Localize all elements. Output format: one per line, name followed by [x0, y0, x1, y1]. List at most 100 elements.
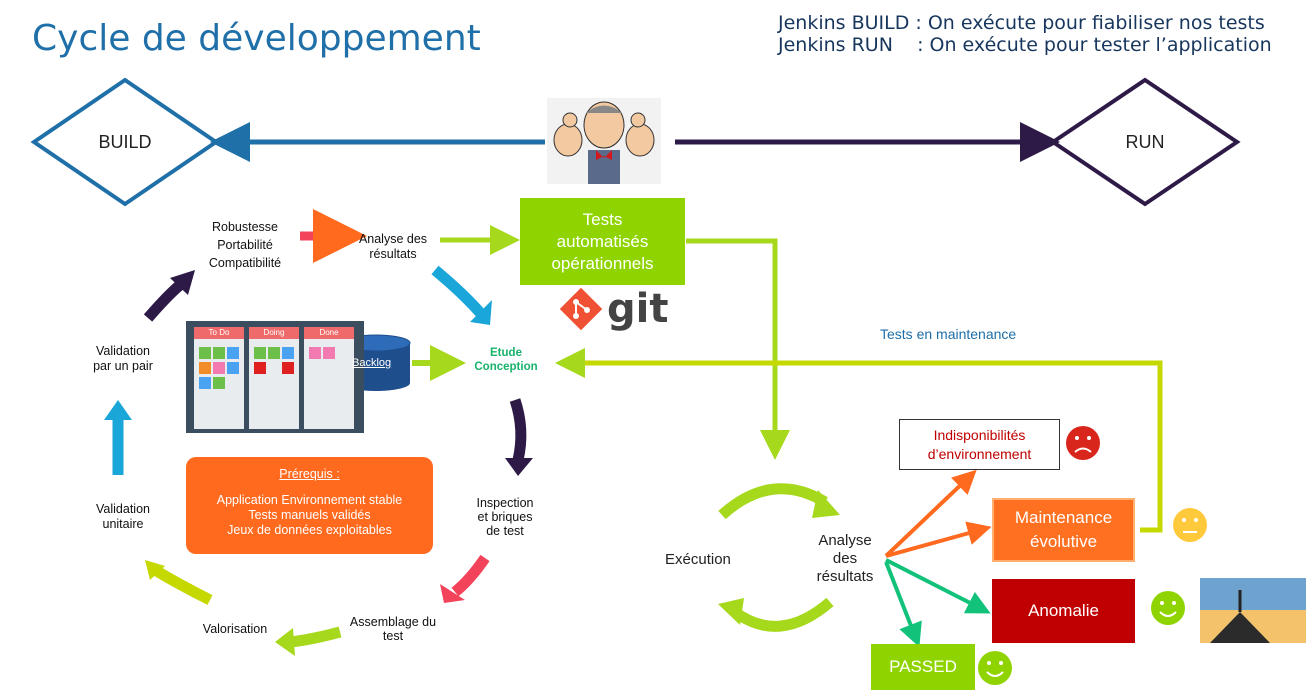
arrowhead-cyan-cycle	[104, 400, 132, 420]
step-valorisation: Valorisation	[202, 622, 268, 636]
step-validation-unitaire-line2: unitaire	[102, 517, 144, 531]
prerequis-line: Application Environnement stable	[216, 493, 403, 507]
kanban-card	[309, 347, 321, 359]
kanban-card	[213, 362, 225, 374]
run-analyse-line3: résultats	[816, 568, 874, 585]
legend: Jenkins BUILD : On exécute pour fiabilis…	[778, 12, 1272, 56]
page-title: Cycle de développement	[32, 18, 481, 59]
run-analyse-label: Analyse des résultats	[800, 532, 890, 586]
arrow-tests-to-execution	[686, 238, 790, 460]
arrowhead-red-cycle	[440, 584, 465, 603]
legend-line-build: Jenkins BUILD : On exécute pour fiabilis…	[778, 12, 1265, 34]
prerequis-line: Tests manuels validés	[248, 508, 371, 522]
kanban-card	[213, 377, 225, 389]
arrow-inspection-to-assemblage	[451, 554, 490, 597]
tests-box-line2: automatisés	[556, 231, 649, 251]
run-analyse-line1: Analyse	[818, 532, 872, 549]
sad-face-icon	[1066, 426, 1100, 460]
step-analyse-line2: résultats	[369, 247, 417, 261]
step-robustesse: Robustesse Portabilité Compatibilité	[190, 218, 300, 272]
step-etude-line2: Conception	[474, 361, 538, 373]
step-inspection: Inspection et briques de test	[458, 496, 552, 538]
arrow-valorisation-to-validation	[152, 565, 213, 605]
arrow-to-anomalie	[885, 558, 991, 614]
step-assemblage-line1: Assemblage du	[349, 615, 437, 629]
run-analyse-line2: des	[832, 550, 858, 567]
step-etude-line1: Etude	[490, 347, 522, 359]
tests-maintenance-label: Tests en maintenance	[880, 326, 1017, 342]
build-diamond	[30, 77, 220, 207]
backlog-label: Backlog	[352, 357, 392, 369]
step-analyse-line1: Analyse des	[358, 232, 428, 246]
step-validation-unitaire: Validation unitaire	[75, 502, 171, 532]
arrow-maintenance-loop	[555, 348, 1163, 533]
prerequis-box: Prérequis : Application Environnement st…	[186, 457, 433, 554]
indispo-line2: d’environnement	[927, 445, 1032, 462]
passed-smile-icon	[978, 651, 1012, 685]
arrow-to-passed	[884, 561, 922, 648]
step-robustesse-line3: Compatibilité	[208, 256, 282, 270]
kanban-card	[254, 362, 266, 374]
step-inspection-line3: de test	[486, 524, 524, 538]
arrow-analyse-to-etude	[431, 265, 487, 319]
arrowhead-green-cycle	[275, 628, 295, 656]
arrowhead-purple-cycle	[505, 458, 533, 476]
run-label: RUN	[1125, 132, 1165, 152]
step-validation-pair-line1: Validation	[96, 344, 150, 358]
kanban-card	[199, 377, 211, 389]
git-icon	[559, 287, 603, 331]
step-validation-pair-line2: par un pair	[93, 359, 153, 373]
arrowhead-yellow-cycle	[145, 560, 165, 580]
arrow-to-maintenance	[885, 521, 992, 558]
kanban-card	[227, 362, 239, 374]
step-robustesse-line2: Portabilité	[217, 238, 273, 252]
kanban-card	[323, 347, 335, 359]
arrowhead-dark-cycle	[170, 270, 195, 295]
kanban-col-todo-header: To Do	[194, 327, 244, 339]
legend-line-run: Jenkins RUN : On exécute pour tester l’a…	[778, 34, 1272, 56]
maintenance-line2: évolutive	[1029, 532, 1098, 551]
run-diamond	[1049, 77, 1241, 207]
indispo-line1: Indisponibilités	[933, 426, 1026, 443]
kanban-card	[268, 347, 280, 359]
run-cycle-arrow-top	[718, 483, 828, 520]
kanban-card	[254, 347, 266, 359]
kanban-col-done: Done	[304, 327, 354, 429]
step-assemblage: Assemblage du test	[340, 615, 446, 643]
execution-label: Exécution	[665, 551, 731, 568]
success-photo-icon	[1200, 578, 1306, 643]
tests-box-line1: Tests	[582, 209, 623, 229]
step-validation-pair: Validation par un pair	[75, 344, 171, 374]
arrow-etude-to-inspection	[509, 398, 527, 462]
prerequis-title: Prérequis :	[279, 467, 340, 481]
maintenance-evolutive-box: Maintenance évolutive	[992, 498, 1135, 562]
run-cycle-arrowhead-bottom	[718, 598, 744, 625]
neutral-face-icon	[1173, 508, 1207, 542]
tests-box-line3: opérationnels	[551, 253, 654, 273]
kanban-col-doing: Doing	[249, 327, 299, 429]
git-wordmark: git	[607, 286, 669, 332]
step-inspection-line1: Inspection	[476, 496, 534, 510]
prerequis-line: Jeux de données exploitables	[227, 523, 392, 537]
arrow-to-indispo	[884, 469, 977, 558]
smile-face-icon	[1151, 591, 1185, 625]
indisponibilites-box: Indisponibilités d’environnement	[899, 419, 1060, 470]
passed-box: PASSED	[871, 644, 975, 690]
kanban-card	[282, 362, 294, 374]
maintenance-line1: Maintenance	[1014, 508, 1113, 527]
kanban-col-todo: To Do	[194, 327, 244, 429]
build-label: BUILD	[98, 132, 152, 152]
run-cycle-arrow-bottom	[731, 597, 834, 632]
kanban-card	[213, 347, 225, 359]
tests-automatises-box: Tests automatisés opérationnels	[520, 198, 685, 285]
kanban-card	[199, 362, 211, 374]
arrow-pair-to-robustesse	[143, 280, 184, 322]
step-assemblage-line2: test	[382, 629, 404, 643]
arrowhead-blue-cycle	[470, 300, 492, 325]
step-validation-unitaire-line1: Validation	[96, 502, 150, 516]
step-etude-conception: Etude Conception	[460, 346, 552, 374]
jenkins-mascot-icon	[547, 98, 661, 184]
step-inspection-line2: et briques	[477, 510, 533, 524]
kanban-card	[282, 347, 294, 359]
